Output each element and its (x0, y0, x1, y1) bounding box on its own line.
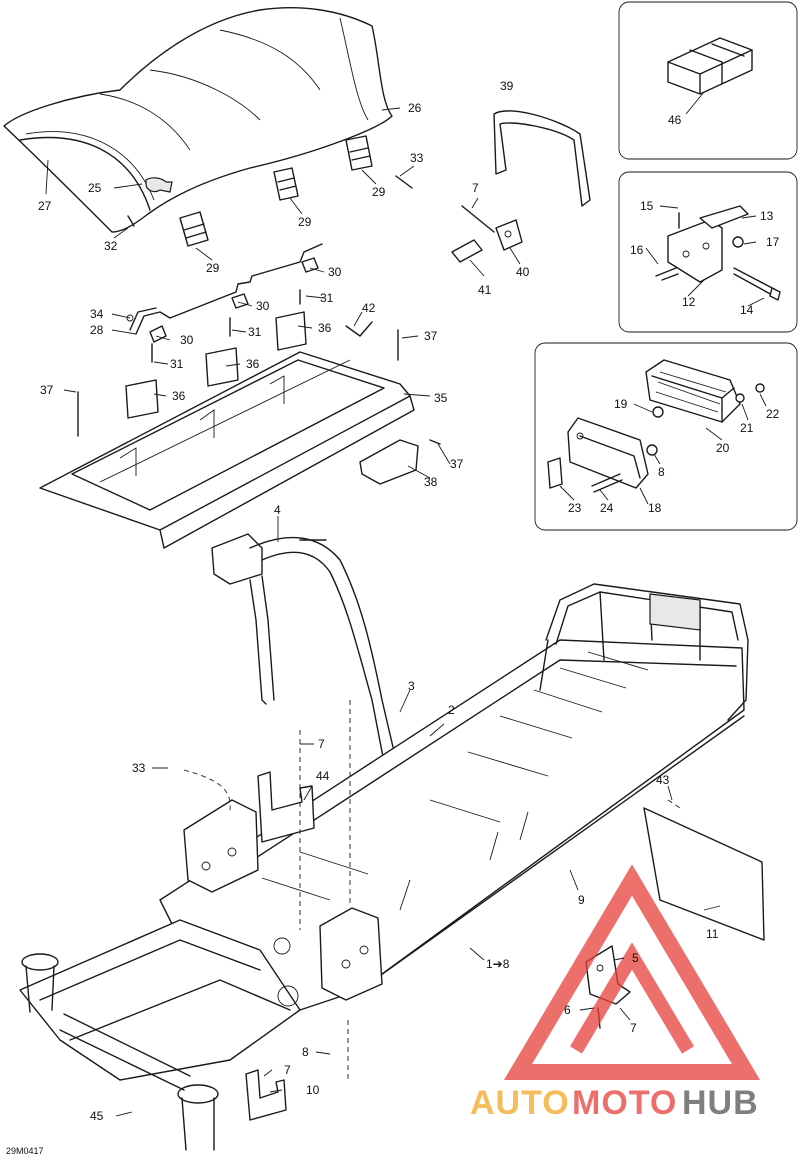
part-45-tube (21, 953, 219, 1151)
part-12-13-bracket (655, 205, 781, 301)
callout-26: 26 (408, 101, 422, 115)
part-11-snowflap (643, 807, 765, 941)
callout-27: 27 (38, 199, 52, 213)
inset-box-46 (618, 1, 798, 160)
callout-46: 46 (668, 113, 682, 127)
part-39-strap (493, 110, 591, 207)
watermark-part2: MOTO (572, 1084, 677, 1122)
part-4-roll-bar (211, 533, 397, 763)
callout-30-c: 30 (180, 333, 194, 347)
callout-28: 28 (90, 323, 104, 337)
callout-2: 2 (448, 703, 455, 717)
callout-31-a: 31 (320, 291, 334, 305)
callout-15: 15 (640, 199, 654, 213)
watermark-logo: AUTO MOTO HUB (470, 864, 761, 1122)
callout-45: 45 (90, 1109, 104, 1123)
callout-14: 14 (740, 303, 754, 317)
callout-12: 12 (682, 295, 696, 309)
callout-35: 35 (434, 391, 448, 405)
callout-40: 40 (516, 265, 530, 279)
part-front-frame (19, 799, 383, 1081)
callout-5: 5 (632, 951, 639, 965)
callout-33-mid: 33 (132, 761, 146, 775)
callout-29-b: 29 (298, 215, 312, 229)
callout-9: 9 (578, 893, 585, 907)
part-46-pad (667, 37, 753, 95)
callout-31-b: 31 (248, 325, 262, 339)
callout-31-c: 31 (170, 357, 184, 371)
callout-13: 13 (760, 209, 774, 223)
part-40-41-bracket (451, 205, 523, 263)
callout-7-bottom: 7 (284, 1063, 291, 1077)
watermark-part3: HUB (682, 1084, 759, 1122)
part-36-pads (125, 311, 307, 419)
callout-18: 18 (648, 501, 662, 515)
callout-24: 24 (600, 501, 614, 515)
callout-39: 39 (500, 79, 514, 93)
callout-29-a: 29 (206, 261, 220, 275)
part-23-24-hardware (547, 383, 765, 493)
callout-33-top: 33 (410, 151, 424, 165)
inset-box-taillight-bracket (618, 171, 798, 333)
part-37-38-bracket (77, 321, 441, 485)
inset-box-taillight (534, 342, 798, 531)
assembly-guide-lines (183, 700, 681, 1080)
callout-21: 21 (740, 421, 754, 435)
callout-42: 42 (362, 301, 376, 315)
callout-37-a: 37 (424, 329, 438, 343)
callout-25: 25 (88, 181, 102, 195)
part-35-tray (39, 351, 415, 549)
callout-37-b: 37 (40, 383, 54, 397)
part-18-housing (567, 417, 649, 489)
callout-8-top: 8 (658, 465, 665, 479)
callout-19: 19 (614, 397, 628, 411)
callout-44: 44 (316, 769, 330, 783)
part-28-latch-rod (126, 243, 323, 363)
callout-36-b: 36 (246, 357, 260, 371)
leader-lines (45, 91, 767, 1117)
callout-34: 34 (90, 307, 104, 321)
callout-43: 43 (656, 773, 670, 787)
part-26-seat (3, 7, 393, 233)
callout-7-top: 7 (472, 181, 479, 195)
callout-37-c: 37 (450, 457, 464, 471)
part-20-taillight-lens (645, 359, 741, 423)
callout-32: 32 (104, 239, 118, 253)
callout-29-c: 29 (372, 185, 386, 199)
callout-20: 20 (716, 441, 730, 455)
callout-8-bottom: 8 (302, 1045, 309, 1059)
callout-1-8: 1➔8 (486, 957, 510, 971)
callout-11: 11 (706, 927, 719, 941)
callout-16: 16 (630, 243, 644, 257)
callout-22: 22 (766, 407, 780, 421)
callout-10: 10 (306, 1083, 320, 1097)
callout-17: 17 (766, 235, 780, 249)
callout-labels: 26 27 25 32 29 29 29 33 30 30 30 31 31 3… (6, 79, 780, 1156)
callout-6: 6 (564, 1003, 571, 1017)
callout-4: 4 (274, 503, 281, 517)
drawing-code: 29M0417 (6, 1146, 44, 1156)
callout-3: 3 (408, 679, 415, 693)
callout-41: 41 (478, 283, 492, 297)
callout-23: 23 (568, 501, 582, 515)
callout-7-mid: 7 (318, 737, 325, 751)
callout-7-right: 7 (630, 1021, 637, 1035)
part-29-hinges (127, 135, 413, 247)
part-rear-rack (539, 583, 749, 721)
callout-30-a: 30 (328, 265, 342, 279)
callout-36-c: 36 (172, 389, 186, 403)
callout-30-b: 30 (256, 299, 270, 313)
watermark-part1: AUTO (470, 1084, 570, 1122)
callout-38: 38 (424, 475, 438, 489)
callout-36-a: 36 (318, 321, 332, 335)
